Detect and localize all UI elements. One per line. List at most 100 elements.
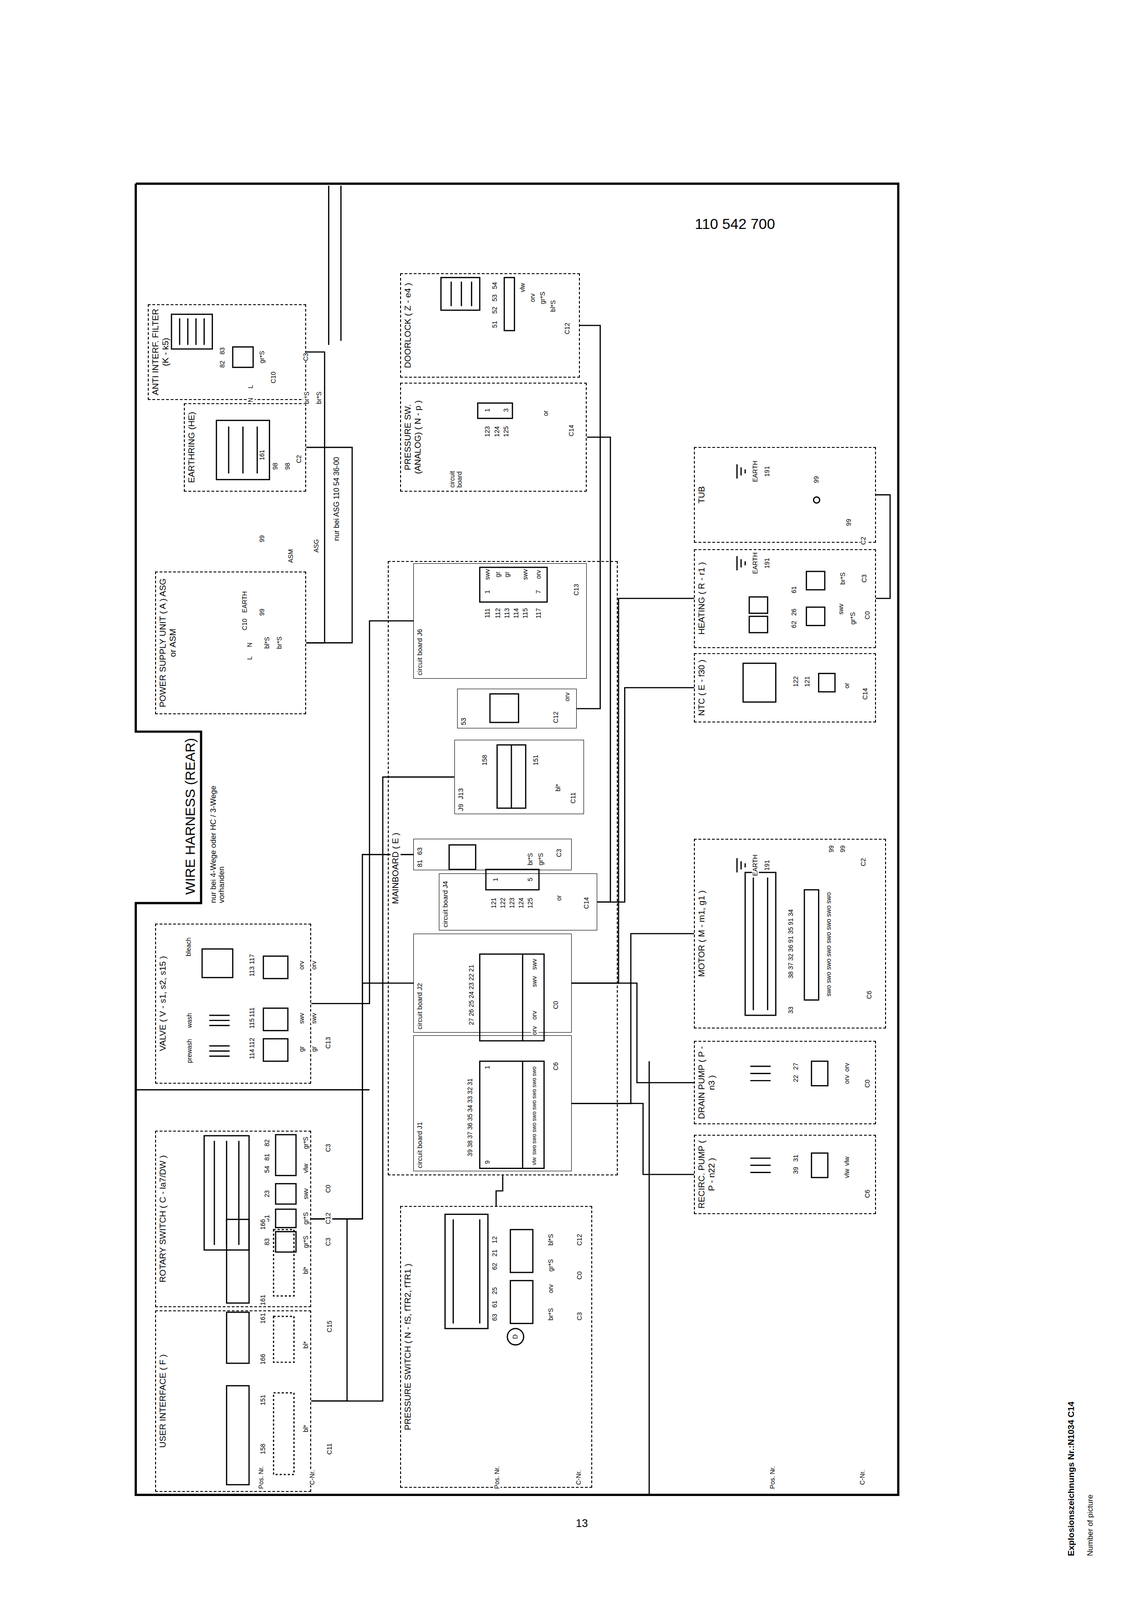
- sheet-title: WIRE HARNESS (REAR): [182, 738, 198, 895]
- diagram-label: C13: [573, 583, 580, 596]
- diagram-label: or: [843, 682, 851, 689]
- board-section: 8163: [413, 839, 572, 871]
- header-row: DRAIN PUMP ( P - n3 ): [696, 1044, 717, 1121]
- diagram-label: bl*S: [263, 637, 271, 650]
- diagram-label: 9: [484, 1160, 492, 1165]
- component-group: DOORLOCK ( Z - e4 ): [400, 273, 580, 378]
- diagram-label: C6: [552, 1062, 560, 1071]
- component-title: circuit board J4: [441, 881, 449, 928]
- harness-wire: [571, 933, 695, 1104]
- diagram-label: 26: [790, 608, 798, 616]
- diagram-label: 123: [508, 897, 516, 909]
- diagram-label: swo: [531, 1089, 538, 1100]
- diagram-label: 112: [494, 608, 502, 619]
- diagram-label: 99: [258, 608, 266, 616]
- diagram-label: br*S: [839, 572, 847, 585]
- header-row: USER INTERFACE ( F ): [157, 1314, 168, 1489]
- diagram-label: C-Nr.: [575, 1470, 583, 1486]
- diagram-label: C10: [270, 371, 277, 384]
- harness-wire: [587, 437, 611, 903]
- diagram-label: vlw: [519, 283, 527, 293]
- diagram-label: gr*S: [302, 1136, 310, 1150]
- diagram-label: swo: [825, 959, 833, 971]
- header-row: EARTHRING (HE): [186, 406, 197, 489]
- diagram-label: swv: [302, 1188, 310, 1200]
- header-row: PRESSURE SW. (ANALOG) ( N - p ): [402, 386, 423, 489]
- diagram-label: br*S: [316, 391, 324, 405]
- header-row: circuit board J1: [415, 1038, 424, 1169]
- diagram-label: orv: [563, 692, 571, 702]
- diagram-label: orv: [535, 570, 543, 579]
- diagram-label: L: [247, 385, 255, 389]
- diagram-label: C-Nr.: [308, 1470, 316, 1486]
- diagram-label: 62: [790, 620, 798, 629]
- diagram-label: 123: [484, 426, 492, 438]
- diagram-label: 191: [764, 859, 772, 871]
- header-row: POWER SUPPLY UNIT ( A ) ASG or ASM: [157, 575, 178, 711]
- diagram-label: gr*S: [849, 612, 857, 625]
- diagram-label: 114: [248, 1049, 256, 1060]
- header-row: 53: [459, 692, 468, 726]
- diagram-label: 99: [813, 476, 820, 484]
- diagram-label: bl*: [554, 784, 562, 792]
- diagram-label: prewash: [186, 1039, 193, 1064]
- diagram-label: 161: [258, 449, 266, 461]
- component-title: POWER SUPPLY UNIT ( A ) ASG or ASM: [157, 575, 178, 711]
- harness-wire: [311, 983, 414, 1220]
- diagram-label: C3: [325, 1144, 333, 1153]
- component-title: PRESSURE SW. (ANALOG) ( N - p ): [402, 386, 423, 489]
- diagram-label: 151: [532, 755, 540, 766]
- diagram-label: 38 37 32 36 91 35 91 34: [787, 909, 795, 979]
- diagram-label: 23: [263, 1190, 271, 1199]
- harness-wire: [571, 1103, 695, 1175]
- diagram-label: C-Nr.: [859, 1470, 866, 1486]
- diagram-label: C3: [325, 1238, 333, 1247]
- diagram-label: gr: [503, 571, 511, 578]
- diagram-label: D: [511, 1334, 519, 1340]
- diagram-label: 161: [260, 1313, 267, 1324]
- diagram-label: C15: [326, 1321, 334, 1334]
- diagram-label: vlw: [843, 1157, 851, 1167]
- component-title: VALVE ( V - s1, s2, s15 ): [157, 956, 168, 1052]
- diagram-label: vlw: [531, 1157, 538, 1166]
- diagram-label: 117: [248, 954, 256, 965]
- diagram-label: C2: [859, 858, 867, 867]
- diagram-label: swo: [531, 1122, 538, 1133]
- diagram-label: 191: [764, 557, 772, 569]
- diagram-label: Explosionszeichnungs Nr.:N1034 C14: [1066, 1402, 1077, 1557]
- component-title: 63: [415, 847, 424, 856]
- diagram-label: circuit board: [448, 457, 464, 488]
- diagram-label: swo: [531, 1100, 538, 1111]
- header-row: NTC ( E - f30 ): [696, 656, 707, 720]
- diagram-label: Pos. Nr.: [769, 1466, 777, 1490]
- diagram-label: 114: [512, 608, 520, 619]
- diagram-label: gr*S: [258, 350, 266, 364]
- diagram-label: swo: [825, 918, 833, 931]
- diagram-label: 1: [484, 590, 492, 595]
- diagram-label: 161: [260, 1295, 267, 1306]
- harness-wire: [311, 1219, 347, 1402]
- diagram-label: swv: [298, 1013, 306, 1025]
- diagram-label: 191: [764, 466, 772, 477]
- component-group: USER INTERFACE ( F ): [155, 1310, 312, 1493]
- header-row: 8163: [415, 842, 424, 868]
- diagram-label: swo: [825, 985, 833, 997]
- diagram-label: 22: [792, 1075, 800, 1083]
- diagram-label: 125: [527, 897, 535, 909]
- diagram-label: swo: [531, 1066, 538, 1077]
- diagram-label: 117: [535, 608, 543, 619]
- diagram-label: orv: [298, 961, 306, 970]
- diagram-label: gr*S: [539, 291, 547, 305]
- header-row: RECIRC. PUMP ( P - n22 ): [696, 1138, 717, 1212]
- component-title: J9: [456, 803, 465, 812]
- diagram-label: 27 26 25 24 23 22 21: [468, 964, 475, 1026]
- diagram-label: Number of picture: [1086, 1495, 1095, 1557]
- diagram-label: orv: [843, 1063, 851, 1072]
- diagram-label: C0: [864, 1079, 871, 1089]
- diagram-label: C0: [864, 611, 871, 620]
- diagram-label: EARTH: [751, 854, 759, 877]
- diagram-label: C2: [859, 536, 867, 546]
- diagram-label: 53: [491, 294, 499, 302]
- header-row: DOORLOCK ( Z - e4 ): [402, 276, 413, 374]
- diagram-label: or: [555, 895, 563, 901]
